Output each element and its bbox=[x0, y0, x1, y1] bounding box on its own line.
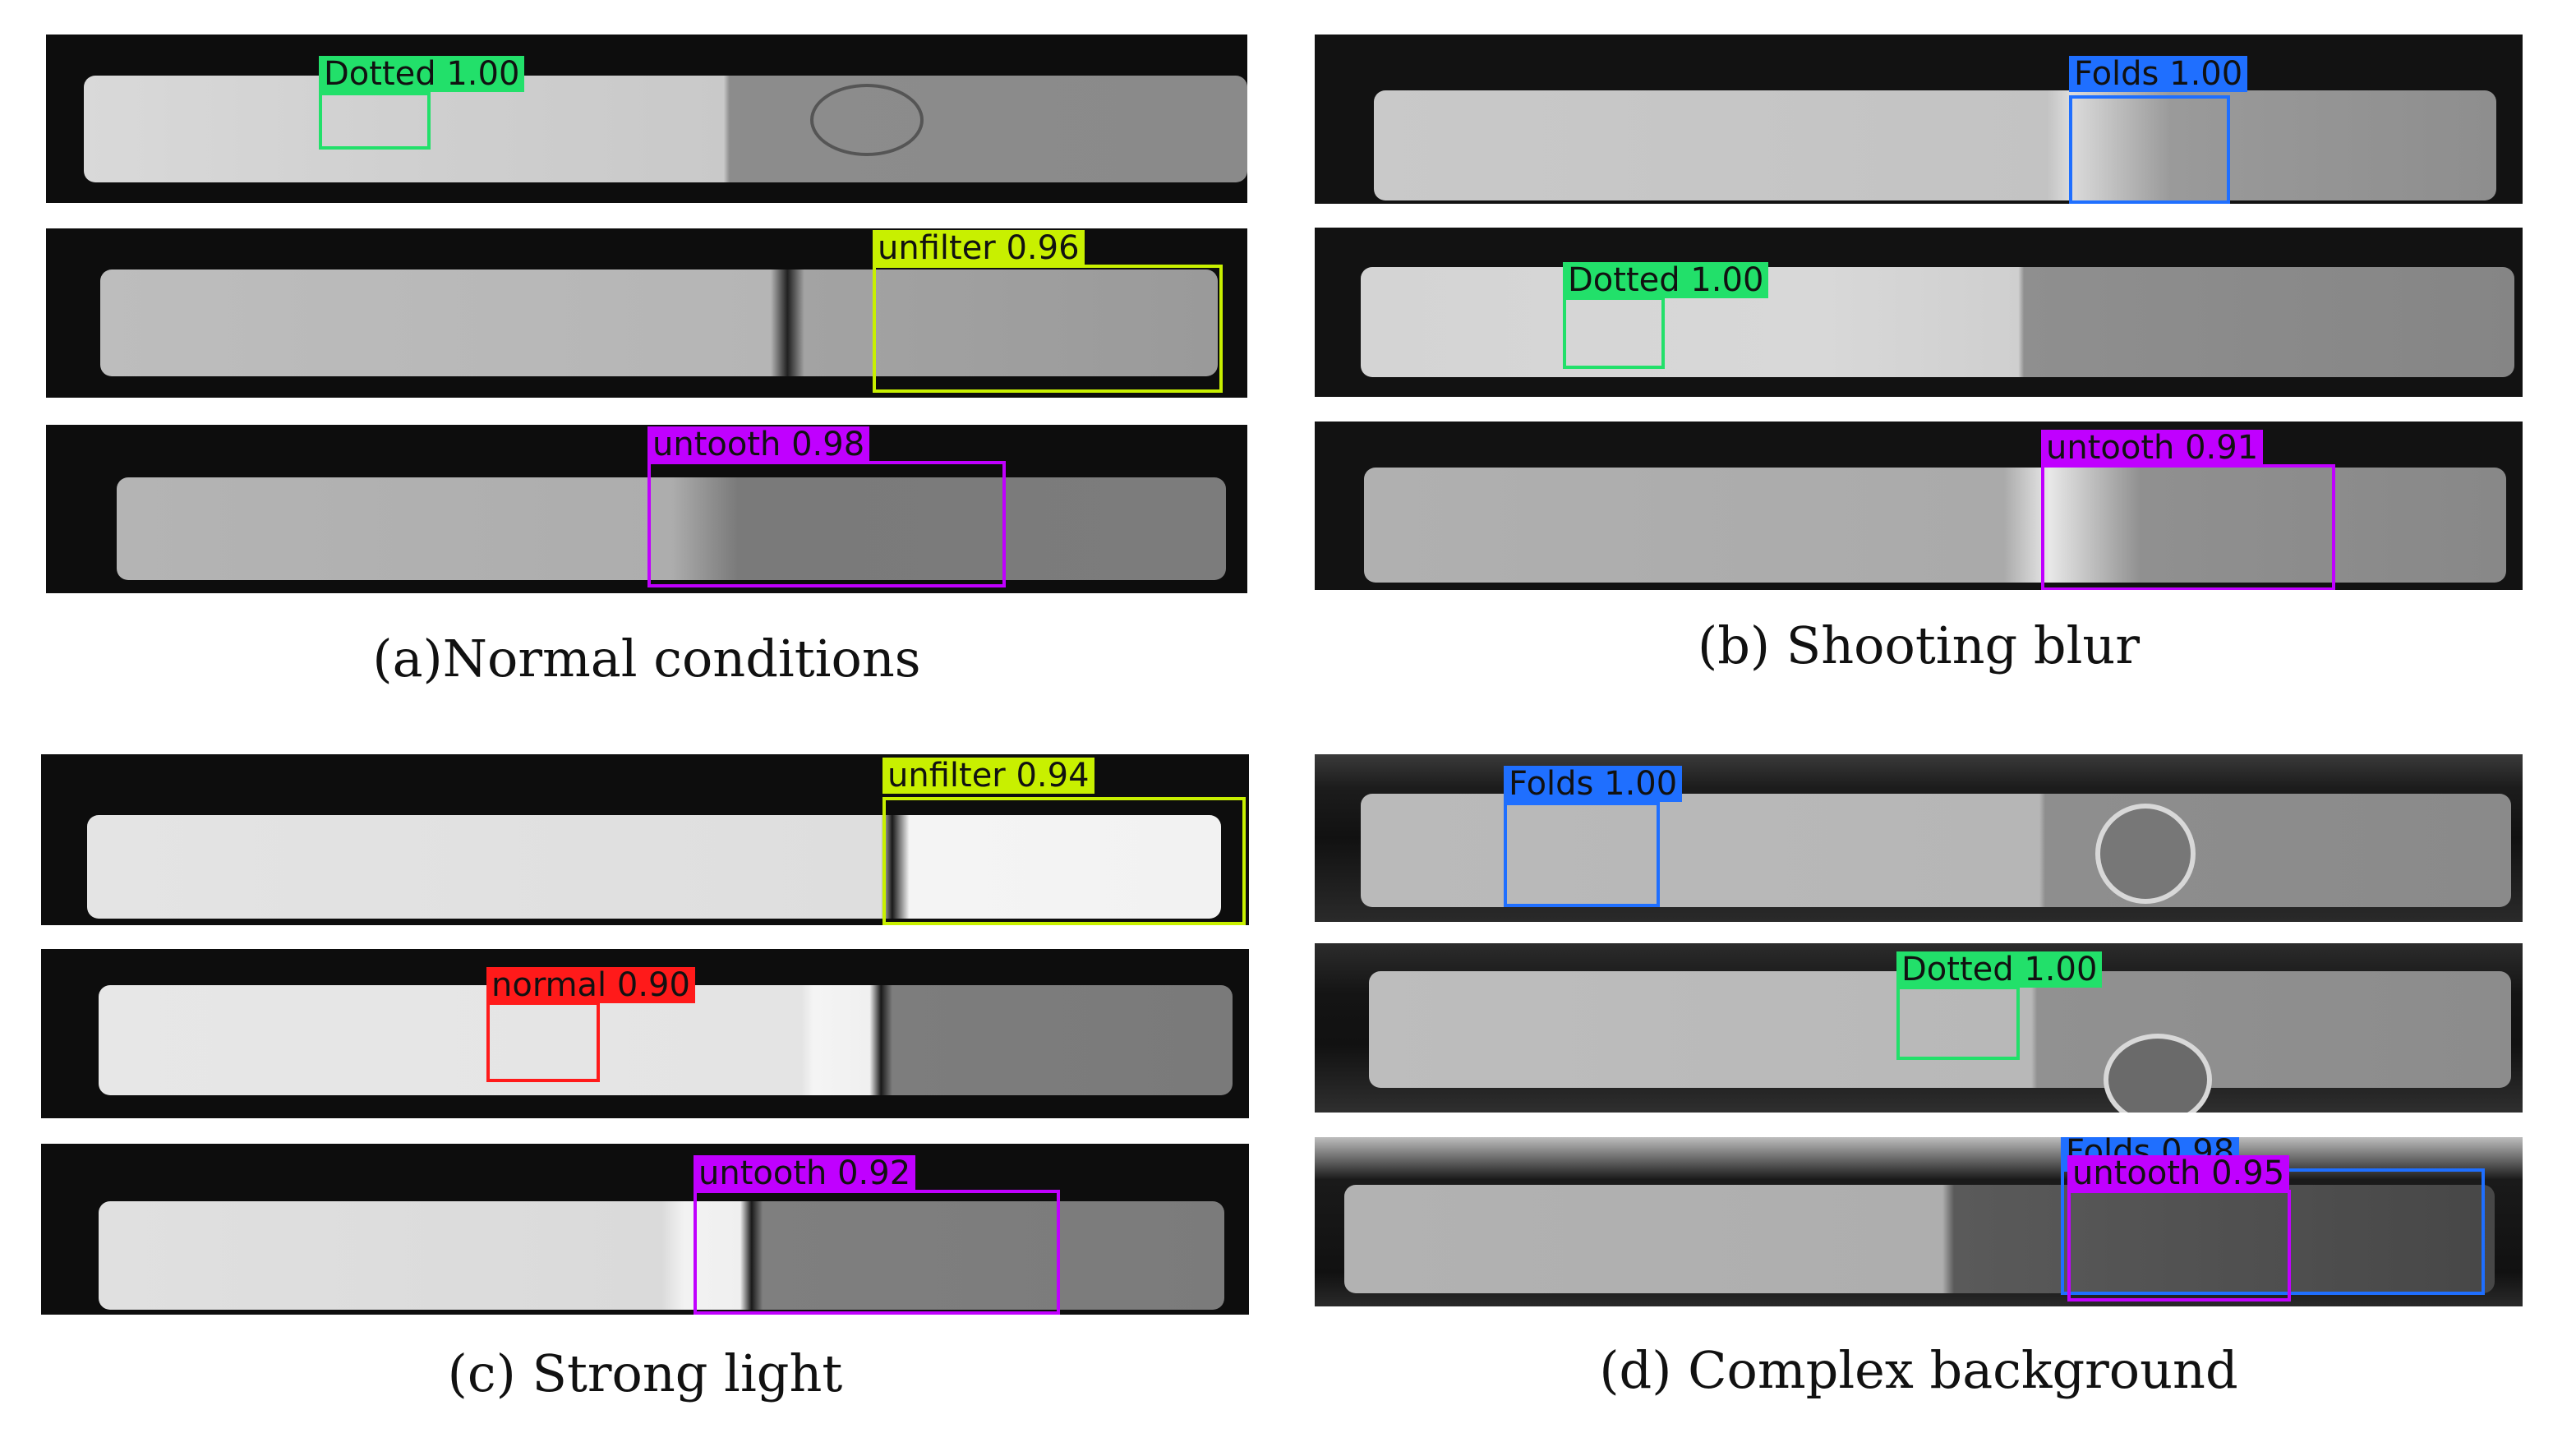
caption-c: (c) Strong light bbox=[447, 1343, 843, 1403]
detection-label-folds: Folds 1.00 bbox=[2069, 56, 2248, 92]
detection-label-untooth: untooth 0.91 bbox=[2041, 430, 2264, 466]
filter-emblem bbox=[2104, 1034, 2212, 1113]
filter-emblem bbox=[2095, 804, 2196, 904]
detection-label-untooth: untooth 0.92 bbox=[694, 1155, 916, 1191]
panel-c3: untooth 0.92 bbox=[41, 1144, 1249, 1315]
detection-box-folds bbox=[2069, 95, 2230, 204]
cigarette-rod bbox=[1361, 267, 2514, 377]
detection-label-untooth: untooth 0.95 bbox=[2067, 1155, 2290, 1191]
detection-label-dotted: Dotted 1.00 bbox=[1896, 951, 2103, 988]
detection-label-dotted: Dotted 1.00 bbox=[319, 56, 525, 92]
detection-box-dotted bbox=[1896, 986, 2020, 1060]
panel-a3: untooth 0.98 bbox=[46, 425, 1247, 593]
panel-a1: Dotted 1.00 bbox=[46, 35, 1247, 203]
cigarette-rod bbox=[1364, 468, 2506, 583]
detection-box-dotted bbox=[1563, 297, 1665, 369]
detection-label-unfilter: unfilter 0.96 bbox=[873, 230, 1085, 266]
detection-label-dotted: Dotted 1.00 bbox=[1563, 262, 1769, 298]
detection-label-unfilter: unfilter 0.94 bbox=[882, 758, 1094, 794]
filter-pattern bbox=[810, 84, 924, 156]
panel-c1: unfilter 0.94 bbox=[41, 754, 1249, 925]
detection-box-untooth bbox=[694, 1190, 1060, 1315]
cigarette-rod bbox=[1361, 794, 2511, 907]
panel-c2: normal 0.90 bbox=[41, 949, 1249, 1118]
cigarette-rod bbox=[100, 270, 1218, 376]
detection-box-folds bbox=[1504, 802, 1660, 907]
panel-b3: untooth 0.91 bbox=[1315, 422, 2523, 590]
cigarette-rod bbox=[99, 1201, 1224, 1310]
cigarette-rod bbox=[87, 815, 1221, 919]
detection-box-untooth bbox=[647, 461, 1006, 587]
caption-d: (d) Complex background bbox=[1599, 1340, 2238, 1400]
cigarette-rod bbox=[1344, 1185, 2495, 1293]
detection-label-normal: normal 0.90 bbox=[486, 967, 695, 1003]
caption-b: (b) Shooting blur bbox=[1698, 615, 2140, 675]
detection-box-dotted bbox=[319, 92, 431, 150]
cigarette-rod bbox=[117, 477, 1226, 580]
cigarette-rod bbox=[84, 76, 1247, 182]
detection-box-untooth bbox=[2041, 464, 2335, 590]
panel-d3: Folds 0.98 untooth 0.95 bbox=[1315, 1137, 2523, 1306]
detection-label-untooth: untooth 0.98 bbox=[647, 426, 870, 463]
panel-d1: Folds 1.00 bbox=[1315, 754, 2523, 922]
detection-box-untooth bbox=[2067, 1190, 2291, 1301]
caption-a: (a)Normal conditions bbox=[372, 629, 921, 689]
detection-box-unfilter bbox=[873, 265, 1223, 393]
detection-box-unfilter bbox=[882, 797, 1246, 925]
detection-label-folds: Folds 1.00 bbox=[1504, 766, 1683, 802]
panel-a2: unfilter 0.96 bbox=[46, 228, 1247, 398]
detection-box-normal bbox=[486, 1002, 600, 1082]
cigarette-rod bbox=[99, 985, 1233, 1095]
cigarette-rod bbox=[1369, 971, 2511, 1088]
panel-b2: Dotted 1.00 bbox=[1315, 228, 2523, 397]
cigarette-rod bbox=[1374, 90, 2496, 200]
panel-b1: Folds 1.00 bbox=[1315, 35, 2523, 204]
panel-d2: Dotted 1.00 bbox=[1315, 943, 2523, 1113]
